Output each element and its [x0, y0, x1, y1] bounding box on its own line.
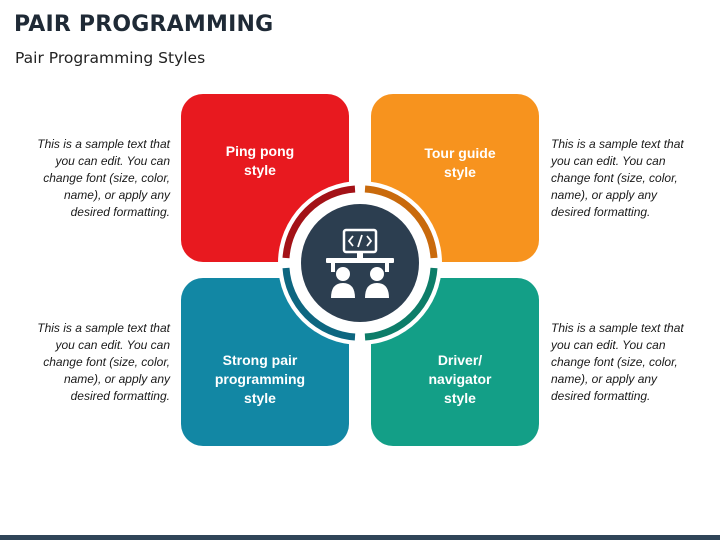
quadrant-label: Tour guide style — [424, 145, 496, 180]
side-text-bottom-left: This is a sample text that you can edit.… — [37, 321, 170, 403]
quadrant-driver-navigator: Driver/ navigator style — [371, 278, 539, 446]
quadrant-tour-guide: Tour guide style — [371, 94, 539, 262]
footer-bar — [0, 535, 720, 540]
page-title: PAIR PROGRAMMING — [14, 12, 274, 37]
page-subtitle: Pair Programming Styles — [15, 49, 206, 67]
quadrant-label: Ping pong style — [225, 143, 295, 178]
side-text-bottom-right: This is a sample text that you can edit.… — [551, 321, 684, 403]
side-text-top-right: This is a sample text that you can edit.… — [551, 137, 684, 219]
quadrant-label: Strong pair programming style — [214, 351, 306, 406]
quadrant-label: Driver/ navigator style — [428, 351, 492, 406]
quadrant-strong-pair: Strong pair programming style — [181, 278, 349, 446]
quadrant-ping-pong: Ping pong style — [181, 94, 349, 262]
side-text-top-left: This is a sample text that you can edit.… — [37, 137, 170, 219]
